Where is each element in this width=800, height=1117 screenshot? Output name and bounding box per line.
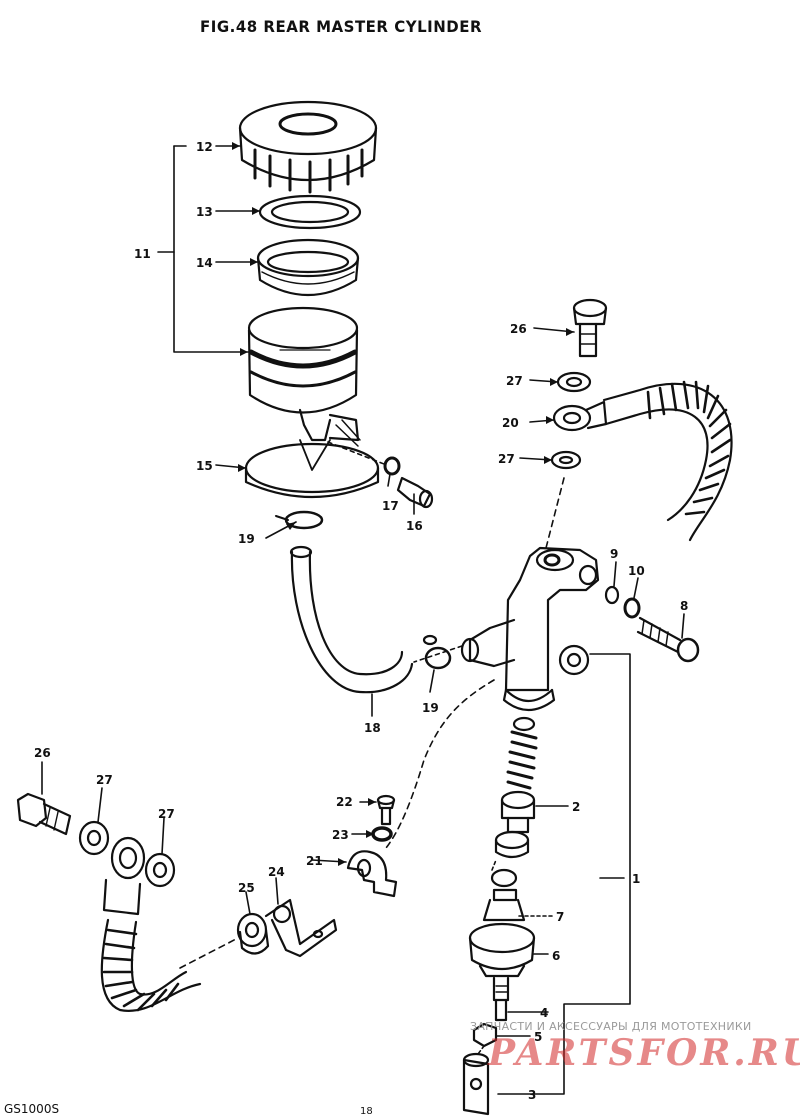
bracket-24 bbox=[264, 898, 338, 958]
callout-21: 21 bbox=[306, 854, 323, 868]
banjo-bolt-26-upper bbox=[572, 298, 608, 358]
bolt-8 bbox=[636, 616, 700, 663]
brake-hose-upper bbox=[602, 380, 733, 542]
callout-18: 18 bbox=[364, 721, 381, 735]
watermark-logo: PARTSFOR.RU bbox=[488, 1032, 800, 1074]
callout-6: 6 bbox=[552, 949, 560, 963]
callout-23: 23 bbox=[332, 828, 349, 842]
diaphragm bbox=[256, 238, 360, 296]
callout-15: 15 bbox=[196, 459, 213, 473]
piston-spring bbox=[506, 716, 538, 790]
callout-12: 12 bbox=[196, 140, 213, 154]
callout-10: 10 bbox=[628, 564, 645, 578]
union-lower bbox=[110, 836, 146, 880]
clamp-21 bbox=[346, 850, 398, 898]
brake-hose-lower bbox=[100, 878, 202, 1012]
callout-27-a: 27 bbox=[506, 374, 523, 388]
nut-5 bbox=[472, 1022, 498, 1048]
callout-4: 4 bbox=[540, 1006, 548, 1020]
washer-27-a bbox=[556, 371, 592, 393]
footer-code: GS1000S bbox=[4, 1102, 60, 1116]
callout-11: 11 bbox=[134, 247, 151, 261]
reservoir-hose bbox=[289, 545, 414, 694]
master-cylinder-body bbox=[460, 546, 600, 712]
bolt-22 bbox=[376, 794, 396, 826]
grommet-25 bbox=[236, 912, 270, 955]
callout-26-lower: 26 bbox=[34, 746, 51, 760]
callout-25: 25 bbox=[238, 881, 255, 895]
callout-3: 3 bbox=[528, 1088, 536, 1102]
hose-clip-19-lower bbox=[422, 634, 452, 670]
hose-clip-19-upper bbox=[275, 510, 324, 530]
callout-13: 13 bbox=[196, 205, 213, 219]
leader-arrowheads bbox=[232, 142, 574, 866]
callout-27-b: 27 bbox=[498, 452, 515, 466]
piston-2 bbox=[494, 790, 536, 859]
callout-5: 5 bbox=[534, 1030, 542, 1044]
callout-27-d: 27 bbox=[158, 807, 175, 821]
watermark-tagline: ЗАПЧАСТИ И АКСЕССУАРЫ ДЛЯ МОТОТЕХНИКИ bbox=[470, 1020, 752, 1033]
boot-6 bbox=[468, 922, 536, 978]
clevis-3 bbox=[462, 1052, 490, 1116]
callout-1: 1 bbox=[632, 872, 640, 886]
washer-27-b bbox=[550, 450, 582, 470]
callout-9: 9 bbox=[610, 547, 618, 561]
leader-lines bbox=[41, 145, 685, 1095]
union-20 bbox=[552, 400, 608, 432]
callout-2: 2 bbox=[572, 800, 580, 814]
banjo-bolt-26-lower bbox=[16, 792, 72, 836]
callout-20: 20 bbox=[502, 416, 519, 430]
callout-24: 24 bbox=[268, 865, 285, 879]
reservoir-cap bbox=[238, 100, 378, 194]
callout-14: 14 bbox=[196, 256, 213, 270]
diaphragm-plate bbox=[258, 194, 362, 230]
footer-page-number: 18 bbox=[360, 1106, 373, 1117]
washer-27-c bbox=[78, 820, 110, 856]
callout-17: 17 bbox=[382, 499, 399, 513]
callout-19-upper: 19 bbox=[238, 532, 255, 546]
callout-8: 8 bbox=[680, 599, 688, 613]
washer-27-d bbox=[144, 852, 176, 888]
reservoir-tank bbox=[247, 306, 361, 447]
callout-16: 16 bbox=[406, 519, 423, 533]
figure-title: FIG.48 REAR MASTER CYLINDER bbox=[200, 17, 483, 37]
washer-23 bbox=[371, 826, 393, 842]
callout-27-c: 27 bbox=[96, 773, 113, 787]
callout-19-lower: 19 bbox=[422, 701, 439, 715]
callout-22: 22 bbox=[336, 795, 353, 809]
callout-26-upper: 26 bbox=[510, 322, 527, 336]
push-rod-boot-7 bbox=[482, 868, 526, 922]
reservoir-band bbox=[244, 439, 380, 499]
washer-9 bbox=[604, 585, 620, 605]
callout-7: 7 bbox=[556, 910, 564, 924]
washer-10 bbox=[623, 597, 641, 619]
bolt-16 bbox=[383, 456, 434, 509]
push-rod-4 bbox=[492, 976, 510, 1022]
